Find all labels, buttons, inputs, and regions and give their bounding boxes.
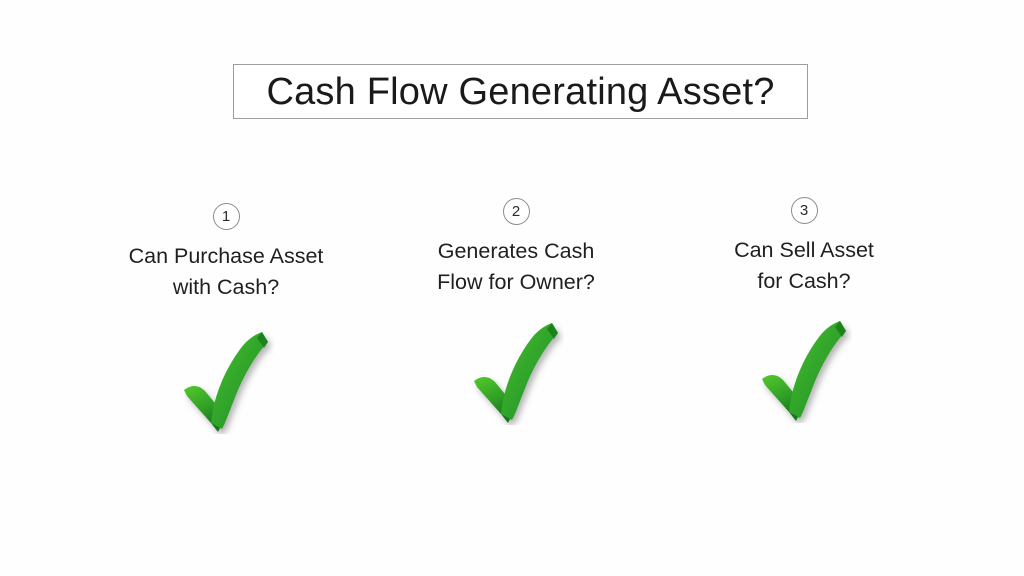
criterion-label-3: Can Sell Asset for Cash? (734, 238, 874, 293)
step-number-badge-2: 2 (502, 198, 530, 225)
criterion-item-3: 3 Can Sell Asset for Cash? (661, 190, 947, 440)
criterion-item-1: 1 Can Purchase Asset with Cash? (83, 190, 369, 440)
step-number-badge-3: 3 (790, 197, 818, 224)
page-title: Cash Flow Generating Asset? (266, 70, 775, 113)
criterion-label-1: Can Purchase Asset with Cash? (128, 244, 324, 299)
criterion-label-2: Generates Cash Flow for Owner? (437, 239, 595, 294)
check-mark-icon-3 (744, 311, 864, 429)
step-number-label-2: 2 (511, 203, 521, 220)
criterion-item-2: 2 Generates Cash Flow for Owner? (373, 190, 659, 440)
criteria-row: 1 Can Purchase Asset with Cash? (0, 190, 1024, 440)
step-number-badge-1: 1 (212, 203, 240, 230)
title-box: Cash Flow Generating Asset? (233, 64, 808, 119)
check-mark-icon-1 (166, 322, 286, 440)
step-number-label-3: 3 (799, 202, 809, 219)
step-number-label-1: 1 (221, 208, 231, 225)
check-mark-icon-2 (456, 313, 576, 431)
